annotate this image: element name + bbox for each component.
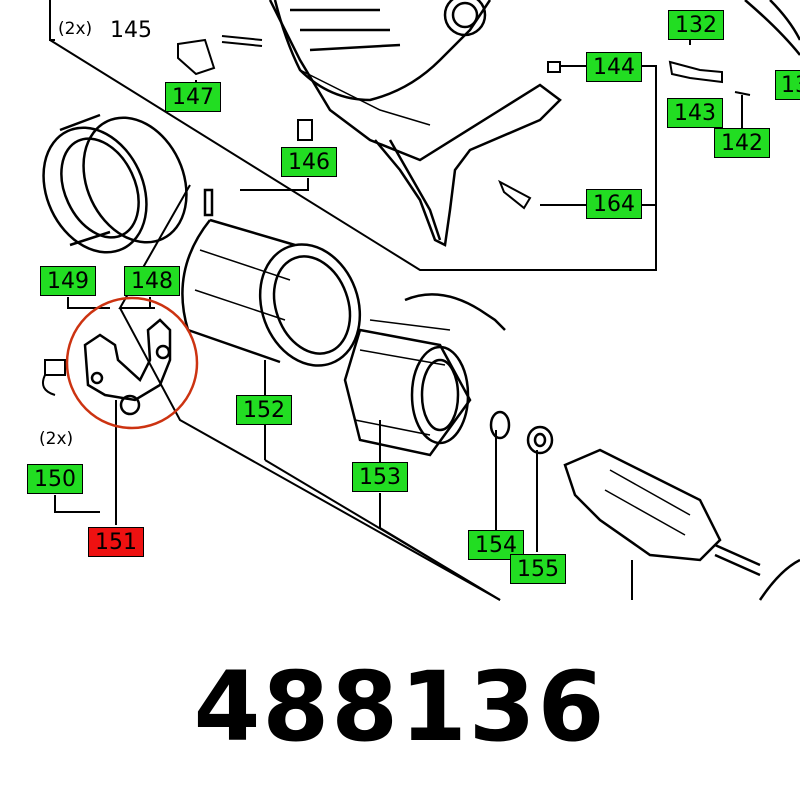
- callout-151-highlighted[interactable]: 151: [88, 527, 144, 557]
- callout-142[interactable]: 142: [714, 128, 770, 158]
- callout-153[interactable]: 153: [352, 462, 408, 492]
- stator-part: [343, 293, 506, 457]
- field-housing: [181, 188, 362, 367]
- callout-150[interactable]: 150: [27, 464, 83, 494]
- callout-132[interactable]: 132: [668, 10, 724, 40]
- callout-144[interactable]: 144: [586, 52, 642, 82]
- brush-holder-part: [83, 318, 172, 416]
- armature-part: [563, 448, 800, 601]
- callout-13x[interactable]: 13: [775, 70, 800, 100]
- callout-152[interactable]: 152: [236, 395, 292, 425]
- callout-146[interactable]: 146: [281, 147, 337, 177]
- small-parts-upper: [177, 35, 751, 210]
- callout-148[interactable]: 148: [124, 266, 180, 296]
- highlight-circle: [65, 296, 199, 430]
- callout-145[interactable]: 145: [110, 18, 152, 43]
- quantity-label-150: (2x): [39, 429, 74, 449]
- callout-147[interactable]: 147: [165, 82, 221, 112]
- carbon-brush-part: [42, 359, 66, 396]
- washers: [489, 410, 554, 455]
- callout-143[interactable]: 143: [667, 98, 723, 128]
- callout-164[interactable]: 164: [586, 189, 642, 219]
- ring-part: [42, 113, 188, 254]
- motor-housing: [268, 0, 800, 247]
- exploded-parts-diagram: [42, 0, 800, 601]
- callout-155[interactable]: 155: [510, 554, 566, 584]
- part-number: 488136: [193, 651, 607, 763]
- callout-149[interactable]: 149: [40, 266, 96, 296]
- quantity-label-145: (2x): [58, 19, 93, 39]
